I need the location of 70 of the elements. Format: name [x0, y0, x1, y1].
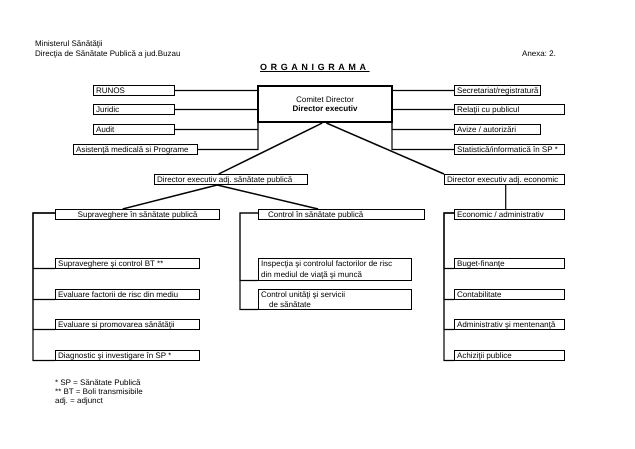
unit-box [444, 174, 565, 185]
unit-box [454, 350, 565, 361]
unit-box [93, 124, 175, 135]
connector-line [216, 184, 318, 210]
unit-box [93, 85, 175, 96]
footnote: * SP = Sănătate Publică [55, 378, 140, 387]
chart-title: ORGANIGRAMA [260, 62, 370, 73]
unit-box [258, 209, 425, 220]
unit-label: Achiziţii publice [457, 351, 512, 360]
connector-line [505, 185, 506, 209]
unit-box [154, 174, 308, 185]
unit-box [454, 209, 565, 220]
connector-line [326, 122, 444, 175]
connector-line [393, 108, 454, 110]
unit-box [55, 319, 200, 330]
unit-box [55, 209, 220, 220]
unit-label: Diagnostic şi investigare în SP * [58, 351, 172, 360]
unit-label: Administrativ şi mentenanţă [457, 320, 556, 329]
unit-label: Supraveghere şi control BT ** [58, 259, 164, 268]
annex-number: Anexa: 2. [522, 49, 556, 58]
unit-label: RUNOS [96, 86, 125, 95]
connector-line [175, 108, 257, 110]
unit-label: Control în sănătate publică [268, 210, 364, 219]
unit-label: Evaluare si promovarea sănătăţii [58, 320, 175, 329]
unit-box [454, 104, 565, 115]
unit-label: Director executiv [292, 104, 358, 113]
connector-line [391, 123, 454, 150]
unit-label: Secretariat/registratură [457, 86, 538, 95]
connector-line [443, 212, 454, 362]
connector-line [198, 123, 259, 150]
unit-label: Juridic [96, 105, 120, 114]
unit-box [55, 350, 200, 361]
header-text: Ministerul Sănătăţii [35, 39, 103, 48]
connector-line [32, 212, 55, 362]
unit-label: Supraveghere în sănătate publică [78, 210, 198, 219]
connector-line [122, 184, 218, 210]
unit-label: Evaluare factorii de risc din mediu [58, 290, 178, 299]
connector-line [239, 212, 258, 310]
unit-label: Buget-finanţe [457, 259, 505, 268]
footnote: adj. = adjunct [55, 396, 103, 405]
unit-label: Inspecţia şi controlul factorilor de risc din mediul de viaţă şi muncă [261, 259, 394, 280]
unit-label: Relaţii cu publicul [457, 105, 520, 114]
unit-box [55, 289, 200, 300]
unit-label: Audit [96, 125, 114, 134]
unit-label: Comitet Director [296, 95, 354, 104]
unit-box [454, 124, 541, 135]
unit-label: Asistenţă medicală si Programe [76, 145, 188, 154]
unit-box [258, 258, 412, 281]
connector-line [218, 122, 323, 175]
unit-box [93, 104, 175, 115]
unit-label: Avize / autorizări [457, 125, 516, 134]
unit-box [454, 258, 565, 269]
unit-box [454, 289, 565, 300]
unit-box [258, 289, 412, 310]
unit-label: Director executiv adj. sănătate publică [157, 175, 292, 184]
unit-box [454, 144, 565, 155]
unit-label: Control unităţi şi servicii de sănătate [261, 290, 346, 310]
unit-box [257, 85, 393, 123]
unit-box [73, 144, 198, 155]
header-text: Direcţia de Sănătate Publică a jud.Buzau [35, 49, 180, 58]
unit-label: Statistică/informatică în SP * [457, 145, 558, 154]
unit-box [454, 319, 565, 330]
unit-box [55, 258, 200, 269]
connector-line [393, 90, 454, 92]
footnote: ** BT = Boli transmisibile [55, 387, 143, 396]
unit-label: Contabilitate [457, 290, 502, 299]
unit-label: Economic / administrativ [457, 210, 544, 219]
unit-label: Director executiv adj. economic [447, 175, 558, 184]
unit-box [454, 85, 541, 96]
connector-line [175, 90, 257, 92]
